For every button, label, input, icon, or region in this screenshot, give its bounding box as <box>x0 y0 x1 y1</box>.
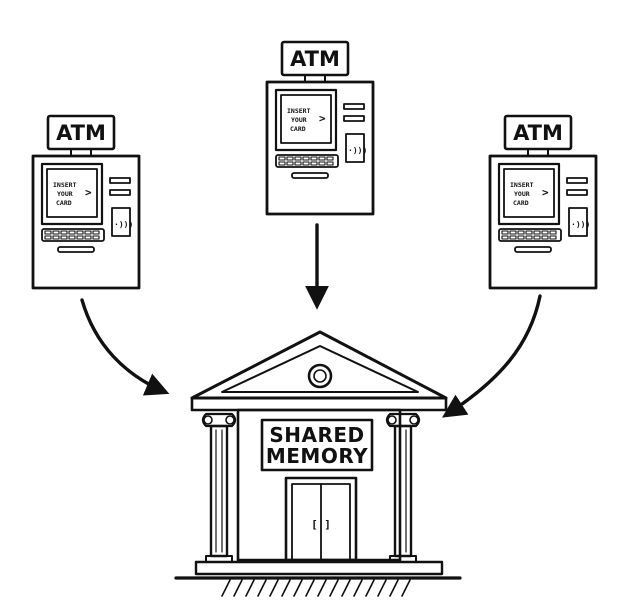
screen-line-3: CARD <box>290 125 306 133</box>
atm-center: ATM INSERT YOUR CARD > ·))) <box>265 40 375 216</box>
arrow-left <box>80 298 170 396</box>
contactless-icon: ·))) <box>571 220 590 229</box>
screen-line-1: INSERT <box>287 107 311 115</box>
atm-sign-label: ATM <box>513 121 563 145</box>
screen-line-2: YOUR <box>514 190 530 198</box>
screen-line-3: CARD <box>56 199 72 207</box>
atm-sign-label: ATM <box>56 121 106 145</box>
screen-arrow-icon: > <box>542 186 549 199</box>
bank-building-icon <box>174 330 462 597</box>
screen-line-3: CARD <box>513 199 529 207</box>
atm-sign-label: ATM <box>290 47 340 71</box>
screen-line-1: INSERT <box>53 181 77 189</box>
screen-line-2: YOUR <box>291 116 307 124</box>
screen-arrow-icon: > <box>85 186 92 199</box>
bank-label-line-1: SHARED <box>269 423 364 447</box>
atm-right: ATM INSERT YOUR CARD > ·))) <box>488 114 598 290</box>
screen-line-1: INSERT <box>510 181 534 189</box>
door-handles: [ ] <box>311 518 331 531</box>
atm-left: ATM INSERT YOUR CARD > ·))) <box>31 114 141 290</box>
arrow-right <box>442 294 542 418</box>
bank-label-line-2: MEMORY <box>266 444 368 468</box>
bank-sign <box>260 418 374 472</box>
screen-line-2: YOUR <box>57 190 73 198</box>
contactless-icon: ·))) <box>348 146 367 155</box>
contactless-icon: ·))) <box>114 220 133 229</box>
screen-arrow-icon: > <box>319 112 326 125</box>
